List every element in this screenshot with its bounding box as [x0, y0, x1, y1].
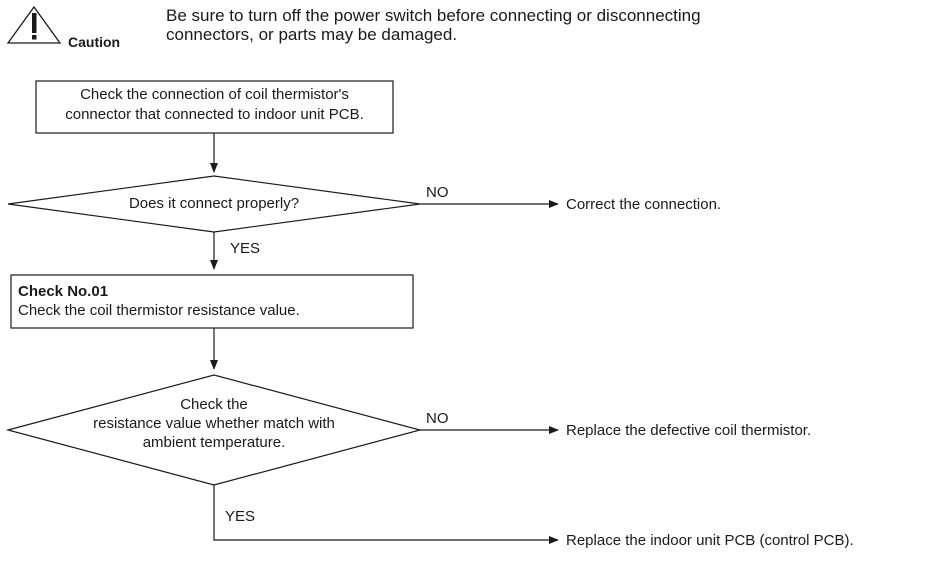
decision1-question: Does it connect properly?: [128, 195, 300, 212]
decision1-no-label: NO: [426, 184, 449, 201]
caution-label: Caution: [68, 34, 121, 50]
decision2-line-2: resistance value whether match with: [93, 415, 335, 432]
warning-triangle-icon: [6, 5, 62, 44]
box1-line-2: connector that connected to indoor unit …: [65, 106, 364, 123]
box1-line-1: Check the connection of coil thermistor'…: [80, 86, 349, 103]
decision1-yes-label: YES: [230, 240, 261, 257]
box-check-no01: [10, 274, 414, 329]
caution-line-1: Be sure to turn off the power switch bef…: [166, 6, 701, 25]
decision1-no-result: Correct the connection.: [566, 196, 722, 213]
decision2-line-3: ambient temperature.: [142, 434, 286, 451]
decision2-yes-label: YES: [225, 508, 256, 525]
decision2-yes-result: Replace the indoor unit PCB (control PCB…: [566, 532, 854, 549]
decision2-line-1: Check the: [180, 396, 248, 413]
box-check-connection: [35, 80, 394, 134]
caution-line-2: connectors, or parts may be damaged.: [166, 25, 458, 44]
arrow-decision2-yes: [213, 485, 559, 544]
box2-text: Check the coil thermistor resistance val…: [18, 302, 300, 319]
box2-title: Check No.01: [18, 283, 109, 300]
decision2-no-result: Replace the defective coil thermistor.: [566, 422, 812, 439]
decision2-no-label: NO: [426, 410, 449, 427]
